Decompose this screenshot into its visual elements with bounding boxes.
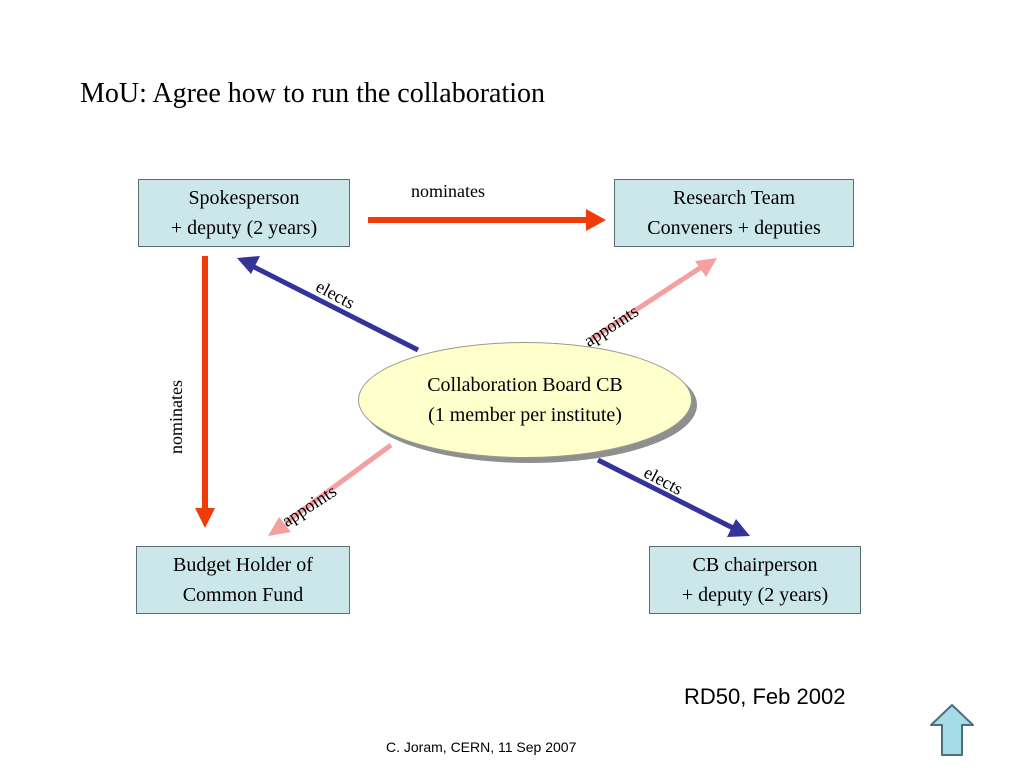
label-nominates-budget: nominates <box>166 380 186 454</box>
research-team-members: Conveners + deputies <box>647 217 821 239</box>
arrow-appoints-budget <box>268 442 393 536</box>
arrow-elects-spokesperson <box>237 256 420 353</box>
spokesperson-box: Spokesperson + deputy (2 years) <box>138 179 350 247</box>
budget-holder-fund: Common Fund <box>182 584 304 606</box>
collaboration-board-members: (1 member per institute) <box>428 404 622 426</box>
arrow-appoints-research <box>588 258 717 343</box>
slide-footer: C. Joram, CERN, 11 Sep 2007 <box>386 739 577 755</box>
reference-note: RD50, Feb 2002 <box>684 684 846 709</box>
cb-chairperson-box: CB chairperson + deputy (2 years) <box>649 546 861 614</box>
collaboration-board-ellipse: Collaboration Board CB (1 member per ins… <box>358 342 692 458</box>
arrow-elects-chairperson <box>596 457 750 537</box>
spokesperson-term: + deputy (2 years) <box>170 217 318 239</box>
arrow-nominates-research <box>368 209 606 231</box>
collaboration-board-title: Collaboration Board CB <box>427 374 623 396</box>
spokesperson-title: Spokesperson <box>188 187 300 209</box>
label-nominates-research: nominates <box>411 181 485 201</box>
research-team-title: Research Team <box>672 187 796 209</box>
cb-chairperson-term: + deputy (2 years) <box>681 584 829 606</box>
budget-holder-box: Budget Holder of Common Fund <box>136 546 350 614</box>
arrow-nominates-budget <box>195 256 215 528</box>
research-team-box: Research Team Conveners + deputies <box>614 179 854 247</box>
slide-title: MoU: Agree how to run the collaboration <box>80 78 546 109</box>
cb-chairperson-title: CB chairperson <box>692 554 818 576</box>
budget-holder-title: Budget Holder of <box>173 554 313 576</box>
up-arrow-icon[interactable] <box>929 703 975 757</box>
